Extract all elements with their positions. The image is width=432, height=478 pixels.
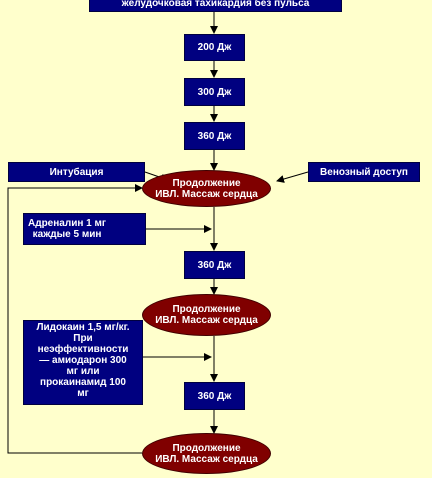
venous-access-label: Венозный доступ (320, 166, 408, 178)
shock-label: 300 Дж (197, 86, 232, 98)
header-label: желудочковая тахикардия без пульса (121, 0, 310, 9)
adrenaline-box: Адреналин 1 мг каждые 5 мин (23, 213, 146, 245)
venous-access-box: Венозный доступ (308, 162, 420, 182)
loop-back-line (7, 184, 143, 454)
header-box: желудочковая тахикардия без пульса (89, 0, 342, 12)
cpr-label: Продолжение ИВЛ. Массаж сердца (155, 304, 258, 326)
adrenaline-label: Адреналин 1 мг каждые 5 мин (28, 218, 107, 240)
shock-label: 360 Дж (197, 130, 232, 142)
arrow-venous-to-cpr1 (276, 171, 309, 183)
intubation-label: Интубация (49, 166, 104, 178)
lidocaine-label: Лидокаин 1,5 мг/кг. При неэффективности … (36, 322, 130, 399)
intubation-box: Интубация (8, 162, 145, 182)
lidocaine-box: Лидокаин 1,5 мг/кг. При неэффективности … (23, 320, 143, 405)
cpr-label: Продолжение ИВЛ. Массаж сердца (155, 177, 258, 200)
cpr-ellipse-3: Продолжение ИВЛ. Массаж сердца (142, 433, 271, 474)
cpr-ellipse-1: Продолжение ИВЛ. Массаж сердца (142, 170, 271, 207)
shock-label: 200 Дж (197, 42, 232, 53)
shock-box-360-2: 360 Дж (184, 251, 245, 279)
cpr-ellipse-2: Продолжение ИВЛ. Массаж сердца (142, 294, 271, 336)
shock-box-300: 300 Дж (184, 78, 245, 106)
shock-label: 360 Дж (197, 390, 232, 402)
shock-label: 360 Дж (197, 259, 232, 271)
shock-box-200: 200 Дж (184, 34, 245, 61)
shock-box-360-1: 360 Дж (184, 122, 245, 150)
cpr-label: Продолжение ИВЛ. Массаж сердца (155, 442, 258, 465)
shock-box-360-3: 360 Дж (184, 382, 245, 410)
